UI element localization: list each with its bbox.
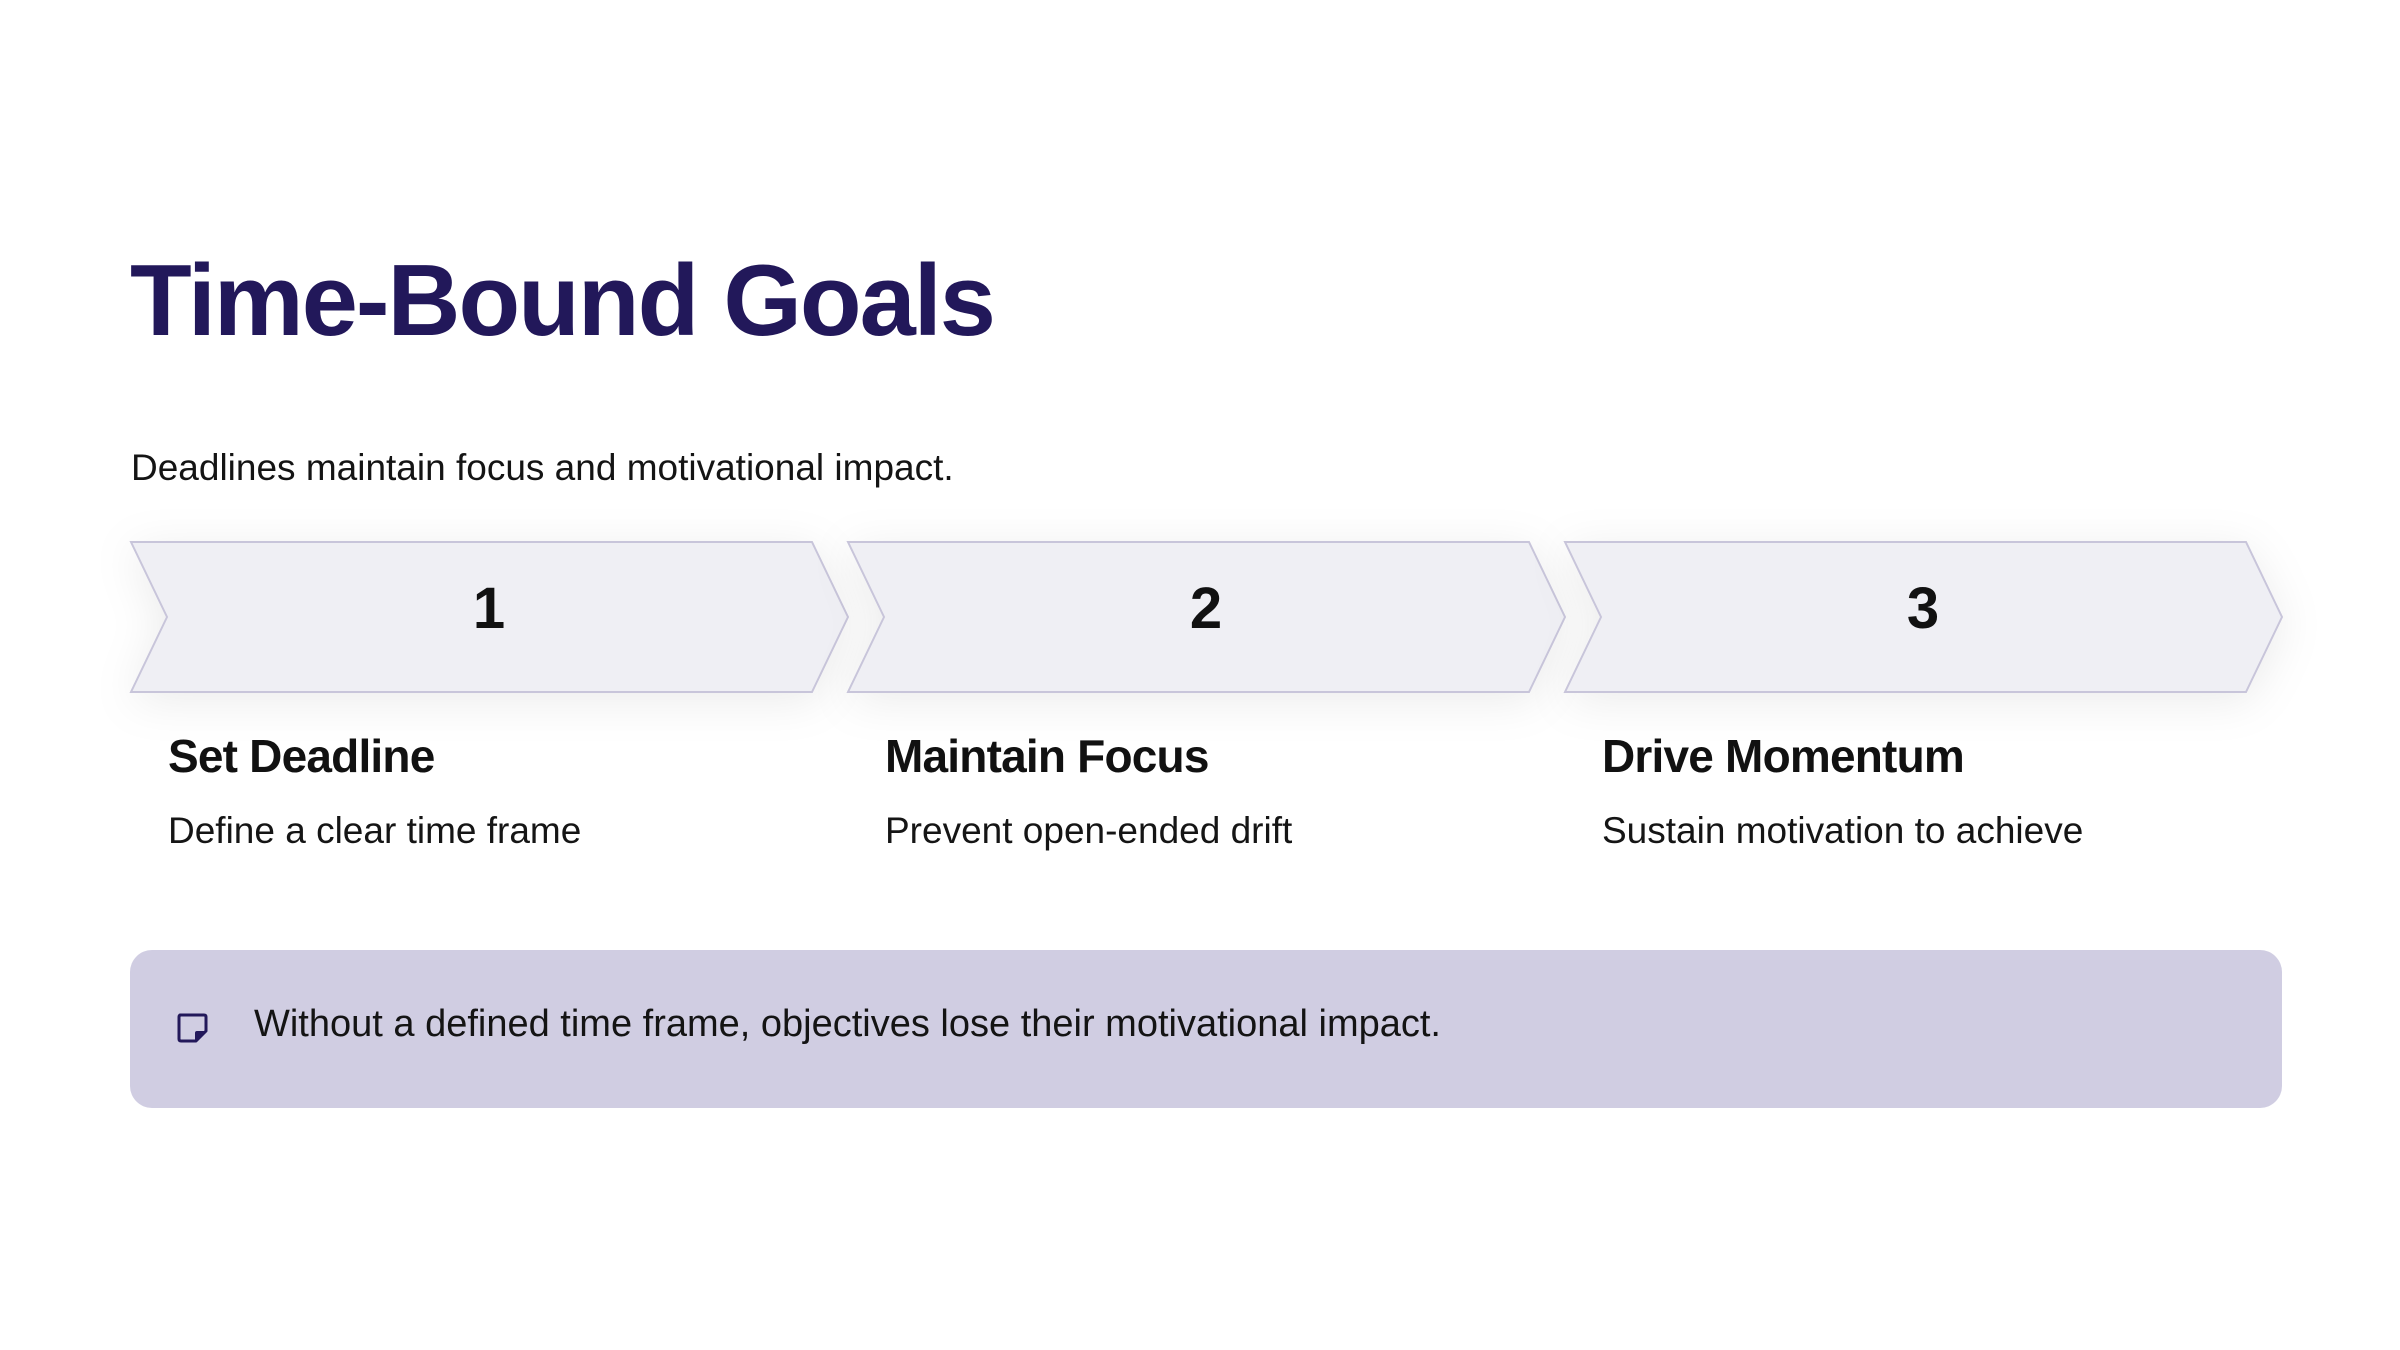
chevron-step-3 [1563,541,2284,693]
step-description-3: Sustain motivation to achieve [1602,809,2084,851]
step-number-1: 1 [472,576,506,641]
step-title-2: Maintain Focus [885,730,1209,782]
step-description-2: Prevent open-ended drift [885,809,1293,851]
step-description-1: Define a clear time frame [168,809,582,851]
step-number-2: 2 [1189,576,1223,641]
process-steps: 1 2 3 [129,540,2284,696]
chevron-row [129,541,2284,693]
chevron-step-2 [846,541,1567,693]
sticky-note-icon [177,1013,208,1043]
callout-text: Without a defined time frame, objectives… [254,1003,1441,1045]
step-number-3: 3 [1906,576,1940,641]
slide-subtitle: Deadlines maintain focus and motivationa… [131,447,954,488]
step-card-2: Maintain Focus Prevent open-ended drift [885,730,1525,853]
slide-title: Time-Bound Goals [130,245,996,357]
step-title-1: Set Deadline [168,730,435,782]
step-card-1: Set Deadline Define a clear time frame [168,730,808,853]
step-title-3: Drive Momentum [1602,730,1965,782]
step-card-3: Drive Momentum Sustain motivation to ach… [1602,730,2242,853]
chevron-step-1 [129,541,850,693]
callout-box: Without a defined time frame, objectives… [130,950,2282,1108]
